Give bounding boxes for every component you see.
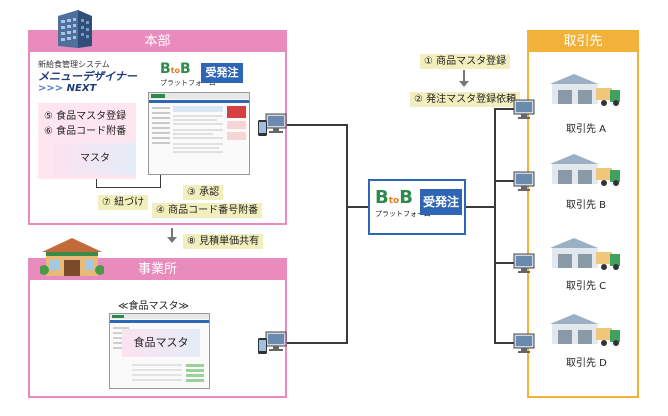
connector-honbu-h [287, 124, 347, 126]
supplier-label: 取引先 B [566, 200, 607, 211]
arrow-down-shaft [171, 228, 173, 238]
btob-logo-small: BtoB プラットフォーム [160, 62, 240, 92]
food-master-overlay: 食品マスタ [122, 329, 200, 357]
supplier-label: 取引先 C [566, 281, 607, 292]
system-name: メニューデザイナー [38, 70, 137, 83]
btob-platform-box: BtoB プラットフォーム 受発注 [368, 179, 466, 235]
computer-icon [513, 333, 535, 353]
connector-left-v [346, 124, 348, 344]
tag-shonin: ③ 承認 [183, 185, 224, 200]
jigyosho-title: 事業所 [137, 262, 177, 277]
juhacchu-badge-center: 受発注 [420, 189, 462, 215]
warehouse-truck-icon [550, 238, 620, 270]
tag-shohin-code: ④ 商品コード番号附番 [152, 203, 263, 218]
btob-center-to: to [388, 196, 400, 206]
torihikisaki-title: 取引先 [563, 34, 603, 49]
step-6: ⑥ 食品コード附番 [44, 126, 127, 137]
bracket-bottom [96, 187, 161, 188]
computer-icon [513, 99, 535, 119]
supplier-row: 取引先 C [508, 222, 638, 292]
honbu-device-icon [256, 112, 288, 146]
connector-branch-d [494, 342, 516, 344]
warehouse-truck-icon [550, 74, 620, 106]
connector-jigyosho-h [287, 342, 347, 344]
food-master-overlay-label: 食品マスタ [133, 336, 189, 349]
honbu-screen-thumbnail [148, 92, 250, 175]
office-building-icon [39, 236, 105, 278]
arrow-step-head [459, 81, 469, 87]
btob-to: to [170, 66, 180, 75]
jigyosho-device-icon [256, 330, 288, 364]
food-master-box: ⑤ 食品マスタ登録 ⑥ 食品コード附番 マスタ [38, 103, 136, 179]
supplier-row: 取引先 A [508, 66, 638, 135]
supplier-label: 取引先 A [566, 124, 607, 135]
supplier-row: 取引先 D [508, 302, 638, 369]
arrow-down-head [167, 237, 177, 243]
system-next-row: >>> NEXT [38, 83, 148, 94]
honbu-header: 本部 [30, 32, 285, 52]
btob-center-sub: プラットフォーム [375, 210, 431, 218]
master-label: マスタ [80, 153, 110, 164]
btob-center-b2: B [399, 187, 413, 208]
jigyosho-subtitle: ≪食品マスタ≫ [118, 301, 189, 312]
tag-hacchu-master: ② 発注マスタ登録依頼 [410, 92, 521, 107]
connector-branch-b [494, 180, 516, 182]
btob-word: BtoB [160, 62, 240, 78]
arrow-step-shaft [463, 70, 465, 82]
step-5: ⑤ 食品マスタ登録 [44, 111, 127, 122]
btob-sub: プラットフォーム [160, 79, 216, 87]
connector-center-left-h [346, 206, 368, 208]
jigyosho-screen-thumbnail: 食品マスタ [109, 313, 210, 389]
tag-himozuke: ⑦ 紐づけ [98, 195, 149, 210]
supplier-label: 取引先 D [566, 358, 607, 369]
computer-icon [513, 171, 535, 191]
juhacchu-label-small: 受発注 [205, 66, 239, 79]
connector-branch-a [494, 108, 516, 110]
honbu-title: 本部 [144, 34, 171, 49]
system-small-label: 新給食管理システム [38, 60, 110, 69]
tag-shohin-master: ① 商品マスタ登録 [420, 54, 511, 69]
chevrons-icon: >>> [38, 83, 64, 94]
warehouse-truck-icon [550, 154, 620, 186]
connector-branch-c [494, 262, 516, 264]
warehouse-truck-icon [550, 314, 620, 346]
juhacchu-label-center: 受発注 [422, 195, 459, 209]
connector-right-v [494, 108, 496, 344]
supplier-row: 取引先 B [508, 140, 638, 211]
tag-mitsumori: ⑧ 見積単価共有 [183, 234, 264, 249]
bracket-right [160, 172, 161, 188]
master-box: マスタ [54, 143, 136, 175]
torihikisaki-header: 取引先 [529, 32, 637, 52]
headquarters-building-icon [52, 6, 98, 50]
btob-center-b1: B [375, 187, 389, 208]
system-next: NEXT [66, 83, 97, 94]
btob-b1: B [160, 61, 171, 77]
menu-designer-logo: 新給食管理システム メニューデザイナー >>> NEXT [38, 60, 148, 94]
btob-word-center: BtoB [375, 189, 413, 210]
juhacchu-badge-small: 受発注 [201, 63, 243, 83]
bracket-left [96, 179, 97, 188]
connector-center-right-h [465, 206, 495, 208]
btob-b2: B [180, 61, 191, 77]
computer-icon [513, 253, 535, 273]
